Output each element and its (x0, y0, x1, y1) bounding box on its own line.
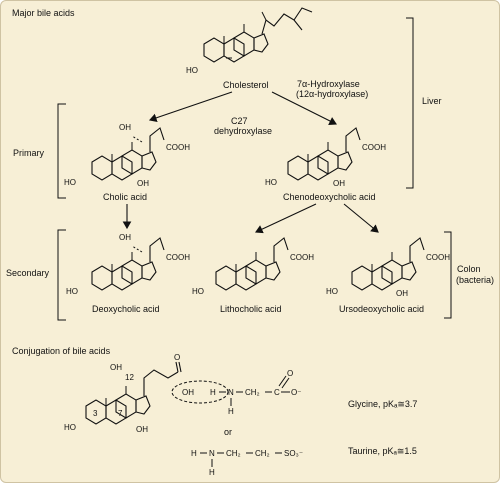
arrow-to-cholic (148, 91, 233, 123)
carbon-number-7: 7 (118, 409, 123, 418)
urso-cooh: COOH (426, 253, 450, 262)
label-cholic-acid: Cholic acid (103, 192, 147, 202)
litho-cooh: COOH (290, 253, 314, 262)
taurine-n-h: H (209, 468, 215, 477)
glycine-c: C (274, 388, 280, 397)
enzyme-c27-dehydroxylase: dehydroxylase (214, 126, 272, 136)
label-ursodeoxycholic-acid: Ursodeoxycholic acid (339, 304, 424, 314)
conj-oh-12: OH (110, 363, 122, 372)
taurine-so3: SO₃⁻ (284, 449, 303, 458)
enzyme-12a-hydroxylase: (12α-hydroxylase) (296, 89, 368, 99)
label-lithocholic-acid: Lithocholic acid (220, 304, 282, 314)
taurine-h: H (191, 449, 197, 458)
group-label-secondary: Secondary (6, 268, 50, 278)
arrow-to-chenodeoxycholic (271, 91, 337, 125)
taurine-n: N (209, 449, 215, 458)
label-taurine-pka: Taurine, pKₐ≅1.5 (348, 446, 417, 456)
urso-ho-3: HO (326, 287, 338, 296)
arrow-to-lithocholic (255, 203, 317, 234)
colon-bracket (444, 231, 452, 319)
conj-oh: OH (182, 388, 194, 397)
label-chenodeoxycholic-acid: Chenodeoxycholic acid (283, 192, 376, 202)
carbon-number-3: 3 (93, 409, 98, 418)
glycine-o-minus: O⁻ (291, 388, 301, 397)
label-deoxycholic-acid: Deoxycholic acid (92, 304, 160, 314)
cheno-ho-3: HO (265, 178, 277, 187)
glycine-carbonyl-o: O (287, 369, 293, 378)
deoxy-cooh: COOH (166, 253, 190, 262)
taurine-ch2-a: CH₂ (226, 449, 241, 458)
conjugation-structure: O OH H N H CH₂ C O O⁻ 12 OH 3 7 HO OH (64, 353, 301, 434)
glycine-n: N (228, 388, 234, 397)
primary-bracket (57, 103, 66, 199)
carbon-number-12: 12 (125, 373, 134, 382)
arrow-to-ursodeoxycholic (343, 203, 379, 233)
cholesterol-ho: HO (186, 66, 198, 75)
or-label: or (224, 427, 232, 437)
deoxy-oh-12: OH (119, 233, 131, 242)
conj-ho-3: HO (64, 423, 76, 432)
liver-bracket (406, 17, 414, 189)
glycine-ch2: CH₂ (245, 388, 260, 397)
group-label-colon-bacteria: (bacteria) (456, 275, 494, 285)
ursodeoxycholic-acid-structure: COOH HO OH (326, 237, 450, 298)
label-glycine-pka: Glycine, pKₐ≅3.7 (348, 399, 417, 409)
taurine-structure: H N H CH₂ CH₂ SO₃⁻ (191, 449, 303, 477)
group-label-primary: Primary (13, 148, 44, 158)
group-label-colon: Colon (457, 264, 481, 274)
cholic-oh-12: OH (119, 123, 131, 132)
cholic-acid-structure: OH COOH HO OH (64, 123, 190, 188)
label-cholesterol: Cholesterol (223, 80, 269, 90)
lithocholic-acid-structure: COOH HO (192, 237, 314, 296)
enzyme-c27: C27 (231, 116, 248, 126)
heading-major-bile-acids: Major bile acids (12, 8, 75, 18)
conj-carbonyl-o: O (174, 353, 180, 362)
deoxycholic-acid-structure: OH COOH HO (66, 233, 190, 296)
litho-ho-3: HO (192, 287, 204, 296)
conj-oh-7: OH (136, 425, 148, 434)
secondary-bracket (57, 229, 66, 321)
cheno-cooh: COOH (362, 143, 386, 152)
enzyme-7a-hydroxylase: 7α-Hydroxylase (297, 79, 360, 89)
cheno-oh-7: OH (333, 179, 345, 188)
deoxy-ho-3: HO (66, 287, 78, 296)
urso-oh-7: OH (396, 289, 408, 298)
group-label-liver: Liver (422, 96, 442, 106)
taurine-ch2-b: CH₂ (255, 449, 270, 458)
condensation-ellipse (171, 380, 229, 404)
cholesterol-structure: HO (186, 7, 313, 75)
chenodeoxycholic-acid-structure: COOH HO OH (265, 127, 386, 188)
cholic-cooh: COOH (166, 143, 190, 152)
heading-conjugation: Conjugation of bile acids (12, 346, 111, 356)
glycine-n-h: H (228, 407, 234, 416)
cholic-oh-7: OH (137, 179, 149, 188)
cholic-ho-3: HO (64, 178, 76, 187)
glycine-h: H (210, 388, 216, 397)
